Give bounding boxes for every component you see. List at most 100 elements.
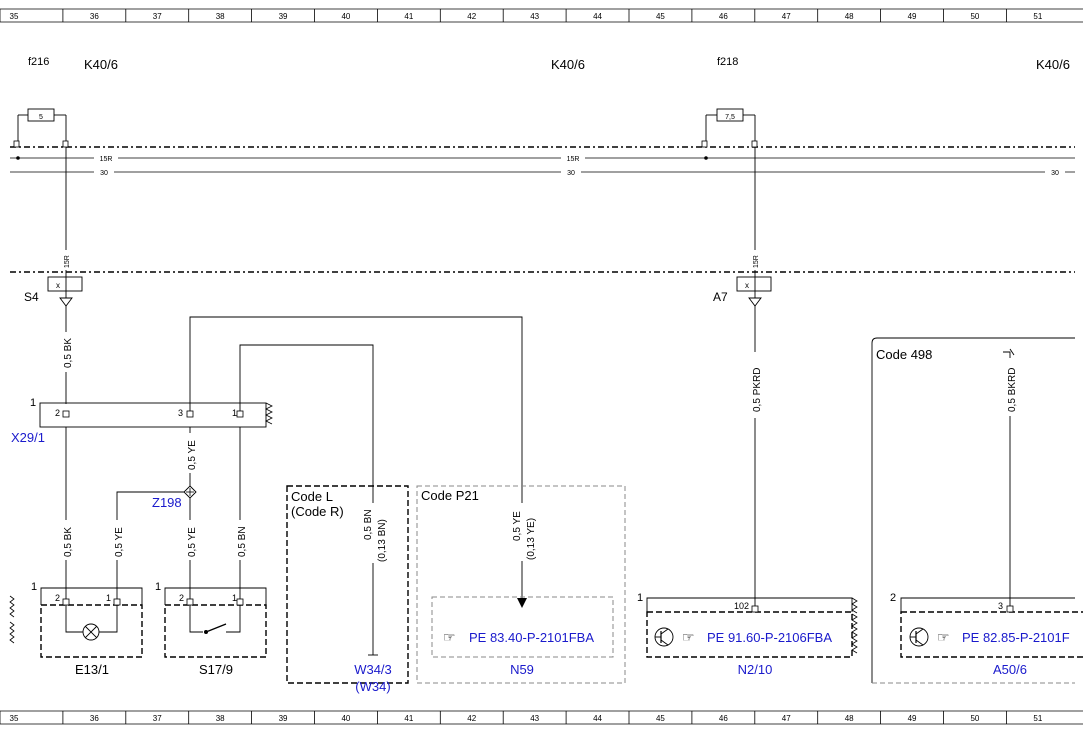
splice-s4-wire-label: 15R <box>64 255 71 268</box>
e13-pin-b: 1 <box>106 593 111 603</box>
wire-e13-pin1: 0,5 YE <box>114 527 125 557</box>
svg-text:☞: ☞ <box>682 629 695 645</box>
bus-15r: 15R 15R <box>10 154 1075 163</box>
component-n2-10: 0,5 PKRD 1 102 ☞ PE 91.60-P-2106FBA N2/1… <box>637 306 858 677</box>
switch-icon <box>204 623 227 634</box>
connector-x29-pin2: 2 <box>55 408 60 418</box>
s17-pin-b: 1 <box>232 593 237 603</box>
n59-label: N59 <box>510 662 534 677</box>
n2-corner: 1 <box>637 592 643 604</box>
bus-15r-label-center: 15R <box>567 156 580 163</box>
connector-x29-corner: 1 <box>30 397 36 409</box>
fuse-f216-label: f216 <box>28 56 49 68</box>
top-grid-column-39: 39 <box>279 12 288 21</box>
connector-x29-label: X29/1 <box>11 430 45 445</box>
code-498-label: Code 498 <box>876 347 932 362</box>
bottom-grid-column-42: 42 <box>467 714 476 723</box>
splice-z198-label: Z198 <box>152 495 182 510</box>
top-grid-column-41: 41 <box>404 12 413 21</box>
bottom-grid-column-35: 35 <box>10 714 19 723</box>
pointing-hand-icon: ☞ <box>443 629 456 645</box>
relay-k40-6-label-right: K40/6 <box>1036 57 1070 72</box>
bus-30-label-center: 30 <box>567 170 575 177</box>
top-grid-column-36: 36 <box>90 12 99 21</box>
bottom-grid-column-37: 37 <box>153 714 162 723</box>
top-grid-column-49: 49 <box>908 12 917 21</box>
splice-a7-label: A7 <box>713 290 728 304</box>
top-grid-column-42: 42 <box>467 12 476 21</box>
w34-label: W34/3 <box>354 662 392 677</box>
splice-z198: Z198 0,5 YE <box>109 485 197 600</box>
bus-15r-label-left: 15R <box>100 156 113 163</box>
wire-a50-down: 0,5 BKRD <box>1007 368 1018 412</box>
fuse-f216: 5 <box>17 108 67 146</box>
splice-a7-wire-label: 15R <box>753 255 760 268</box>
top-grid-column-47: 47 <box>782 12 791 21</box>
wire-n59-main: 0,5 YE <box>512 511 523 541</box>
code-p21-box: Code P21 0,5 YE (0,13 YE) ☞ PE 83.40-P-2… <box>416 485 626 684</box>
s17-pin-a: 2 <box>179 593 184 603</box>
wire-e13-pin2: 0,5 BK <box>63 527 74 557</box>
connector-x29: 1 2 3 1 X29/1 <box>11 397 273 445</box>
e13-label: E13/1 <box>75 662 109 677</box>
e13-corner: 1 <box>31 581 37 593</box>
splice-s4-x-mark: x <box>56 281 60 290</box>
bottom-grid-column-49: 49 <box>908 714 917 723</box>
bottom-grid-column-47: 47 <box>782 714 791 723</box>
bus-30-label-right: 30 <box>1051 170 1059 177</box>
connector-x29-pin1: 1 <box>232 408 237 418</box>
wire-s17-pin1: 0,5 BN <box>237 526 248 557</box>
top-grid-column-43: 43 <box>530 12 539 21</box>
s17-corner: 1 <box>155 581 161 593</box>
a50-reference[interactable]: PE 82.85-P-2101F <box>962 630 1070 645</box>
splice-a7-x-mark: x <box>745 281 749 290</box>
bottom-grid-column-39: 39 <box>279 714 288 723</box>
lamp-icon <box>82 623 100 641</box>
relay-k40-6-label-center: K40/6 <box>551 57 585 72</box>
splice-s4-label: S4 <box>24 290 39 304</box>
top-grid-column-44: 44 <box>593 12 602 21</box>
wire-n59-alt: (0,13 YE) <box>526 518 537 560</box>
code-l-box: Code L (Code R) 0,5 BN (0,13 BN) W34/3 (… <box>286 485 409 694</box>
wire-x29-pin3-down: 0,5 YE <box>187 440 198 470</box>
bottom-grid-column-46: 46 <box>719 714 728 723</box>
n2-reference[interactable]: PE 91.60-P-2106FBA <box>707 630 832 645</box>
top-grid-column-38: 38 <box>216 12 225 21</box>
component-e13-1: 1 2 1 E13/1 <box>31 581 143 677</box>
a50-label: A50/6 <box>993 662 1027 677</box>
n2-label: N2/10 <box>738 662 773 677</box>
top-grid-column-46: 46 <box>719 12 728 21</box>
pointing-hand-icon: ☞ <box>682 629 695 645</box>
s17-label: S17/9 <box>199 662 233 677</box>
pointing-hand-icon: ☞ <box>937 629 950 645</box>
a50-corner: 2 <box>890 592 896 604</box>
wire-a7-down: 0,5 PKRD <box>752 368 763 412</box>
splice-a7: 15R x A7 <box>713 250 772 307</box>
top-grid-column-51: 51 <box>1033 12 1042 21</box>
transistor-icon <box>909 627 929 647</box>
svg-text:☞: ☞ <box>443 629 456 645</box>
bottom-grid-column-43: 43 <box>530 714 539 723</box>
code-498-box: Code 498 0,5 BKRD 2 3 ☞ PE 82.85-P-2101F… <box>871 337 1083 684</box>
bus-30: 30 30 30 <box>10 168 1075 177</box>
bottom-grid-column-38: 38 <box>216 714 225 723</box>
wire-w34-alt: (0,13 BN) <box>377 519 388 562</box>
w34-alt-label: (W34) <box>355 679 390 694</box>
bottom-grid-column-45: 45 <box>656 714 665 723</box>
fuse-f218-rating: 7,5 <box>725 114 735 121</box>
bottom-grid-column-41: 41 <box>404 714 413 723</box>
n59-reference[interactable]: PE 83.40-P-2101FBA <box>469 630 594 645</box>
bottom-grid-column-50: 50 <box>970 714 979 723</box>
code-r-label: (Code R) <box>291 504 344 519</box>
bottom-grid-column-40: 40 <box>341 714 350 723</box>
connector-x29-pin3: 3 <box>178 408 183 418</box>
top-grid-column-48: 48 <box>845 12 854 21</box>
relay-k40-6-label-left: K40/6 <box>84 57 118 72</box>
a50-pin: 3 <box>998 601 1003 611</box>
fuse-f218-label: f218 <box>717 56 738 68</box>
wire-s4-down: 0,5 BK <box>63 338 74 368</box>
fuse-f218: 7,5 <box>705 108 756 146</box>
